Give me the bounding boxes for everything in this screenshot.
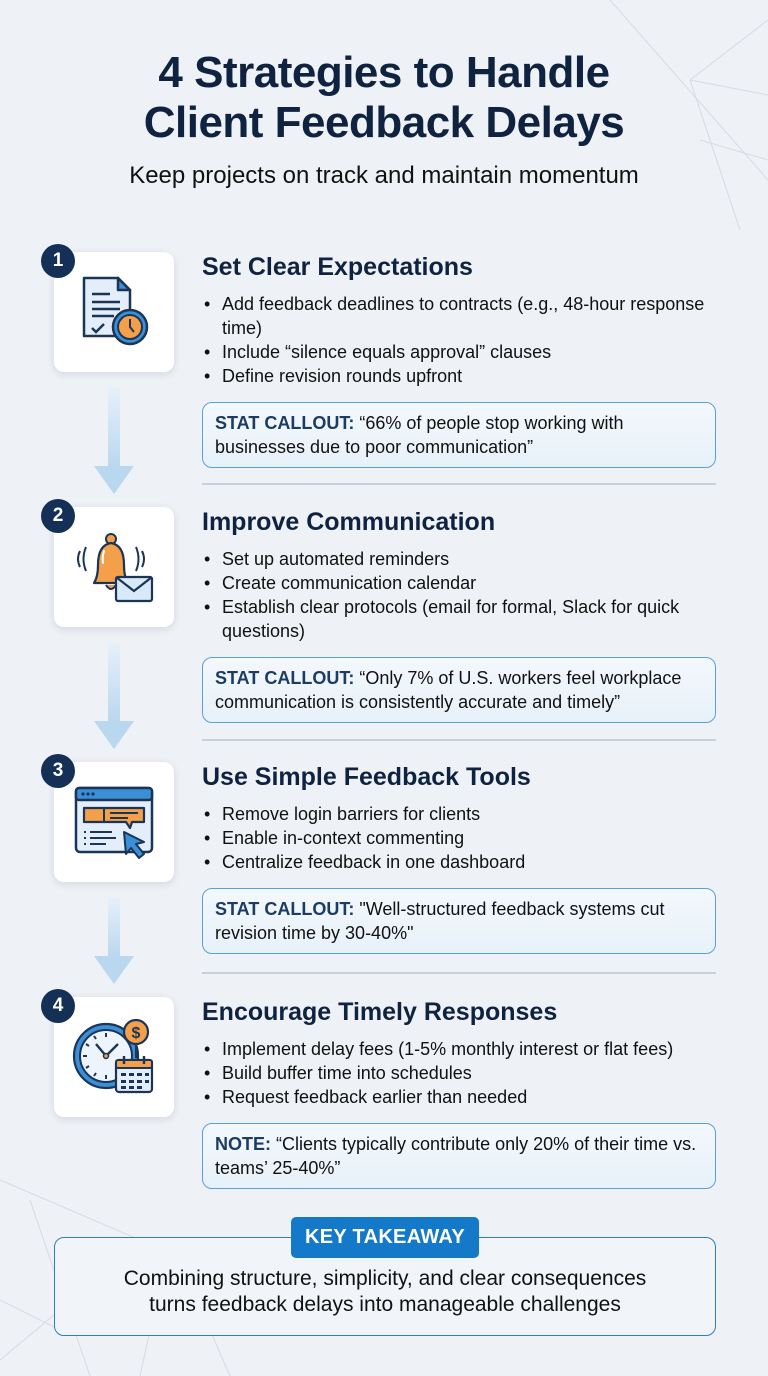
arrow-down-icon	[94, 643, 134, 749]
stat-callout: STAT CALLOUT: “Only 7% of U.S. workers f…	[202, 657, 716, 723]
bullet-item: Request feedback earlier than needed	[202, 1085, 716, 1109]
section-title: Improve Communication	[202, 508, 496, 536]
key-takeaway-box: KEY TAKEAWAY Combining structure, simpli…	[54, 1217, 716, 1336]
svg-text:$: $	[132, 1025, 141, 1042]
header: 4 Strategies to Handle Client Feedback D…	[0, 48, 768, 190]
bullet-item: Remove login barriers for clients	[202, 802, 716, 826]
callout-text: “Clients typically contribute only 20% o…	[215, 1134, 697, 1178]
callout-label: STAT CALLOUT:	[215, 413, 355, 433]
step-number-badge: 4	[41, 989, 75, 1023]
document-clock-icon	[54, 252, 174, 372]
subtitle: Keep projects on track and maintain mome…	[129, 162, 639, 189]
clock-dollar-calendar-icon: $	[54, 997, 174, 1117]
callout-label: STAT CALLOUT:	[215, 899, 355, 919]
stat-callout: STAT CALLOUT: "Well-structured feedback …	[202, 888, 716, 954]
section-title: Set Clear Expectations	[202, 253, 473, 281]
bullet-list: Implement delay fees (1-5% monthly inter…	[202, 1037, 716, 1109]
browser-comment-cursor-icon	[54, 762, 174, 882]
bullet-item: Implement delay fees (1-5% monthly inter…	[202, 1037, 716, 1061]
bullet-item: Centralize feedback in one dashboard	[202, 850, 716, 874]
bullet-item: Define revision rounds upfront	[202, 364, 716, 388]
divider	[202, 483, 716, 485]
title-line-1: 4 Strategies to Handle	[158, 48, 610, 97]
key-takeaway-text: Combining structure, simplicity, and cle…	[55, 1266, 715, 1318]
bullet-item: Set up automated reminders	[202, 547, 716, 571]
section-content: Encourage Timely Responses Implement del…	[202, 997, 716, 1189]
step-number-badge: 1	[41, 244, 75, 278]
callout-text: "Well-structured feedback systems cut re…	[215, 899, 665, 943]
bullet-item: Establish clear protocols (email for for…	[202, 595, 716, 643]
stat-callout: STAT CALLOUT: “66% of people stop workin…	[202, 402, 716, 468]
bullet-list: Add feedback deadlines to contracts (e.g…	[202, 292, 716, 388]
note-callout: NOTE: “Clients typically contribute only…	[202, 1123, 716, 1189]
bullet-list: Remove login barriers for clients Enable…	[202, 802, 716, 874]
arrow-down-icon	[94, 388, 134, 494]
callout-text: “Only 7% of U.S. workers feel workplace …	[215, 668, 682, 712]
bullet-item: Enable in-context commenting	[202, 826, 716, 850]
takeaway-line-2: turns feedback delays into manageable ch…	[149, 1293, 621, 1316]
callout-label: STAT CALLOUT:	[215, 668, 355, 688]
step-number-badge: 3	[41, 754, 75, 788]
bullet-list: Set up automated reminders Create commun…	[202, 547, 716, 643]
key-takeaway-label: KEY TAKEAWAY	[291, 1217, 479, 1258]
bell-envelope-icon	[54, 507, 174, 627]
bullet-item: Add feedback deadlines to contracts (e.g…	[202, 292, 716, 340]
divider	[202, 972, 716, 974]
title-line-2: Client Feedback Delays	[143, 98, 625, 147]
bullet-item: Create communication calendar	[202, 571, 716, 595]
bullet-item: Include “silence equals approval” clause…	[202, 340, 716, 364]
section-title: Use Simple Feedback Tools	[202, 763, 531, 791]
section-content: Improve Communication Set up automated r…	[202, 507, 716, 723]
step-number-badge: 2	[41, 499, 75, 533]
callout-label: NOTE:	[215, 1134, 271, 1154]
takeaway-line-1: Combining structure, simplicity, and cle…	[123, 1267, 647, 1290]
arrow-down-icon	[94, 898, 134, 984]
callout-text: “66% of people stop working with busines…	[215, 413, 624, 457]
section-content: Use Simple Feedback Tools Remove login b…	[202, 762, 716, 954]
page-title: 4 Strategies to Handle Client Feedback D…	[0, 48, 768, 148]
section-content: Set Clear Expectations Add feedback dead…	[202, 252, 716, 468]
bullet-item: Build buffer time into schedules	[202, 1061, 716, 1085]
section-title: Encourage Timely Responses	[202, 998, 558, 1026]
divider	[202, 739, 716, 741]
